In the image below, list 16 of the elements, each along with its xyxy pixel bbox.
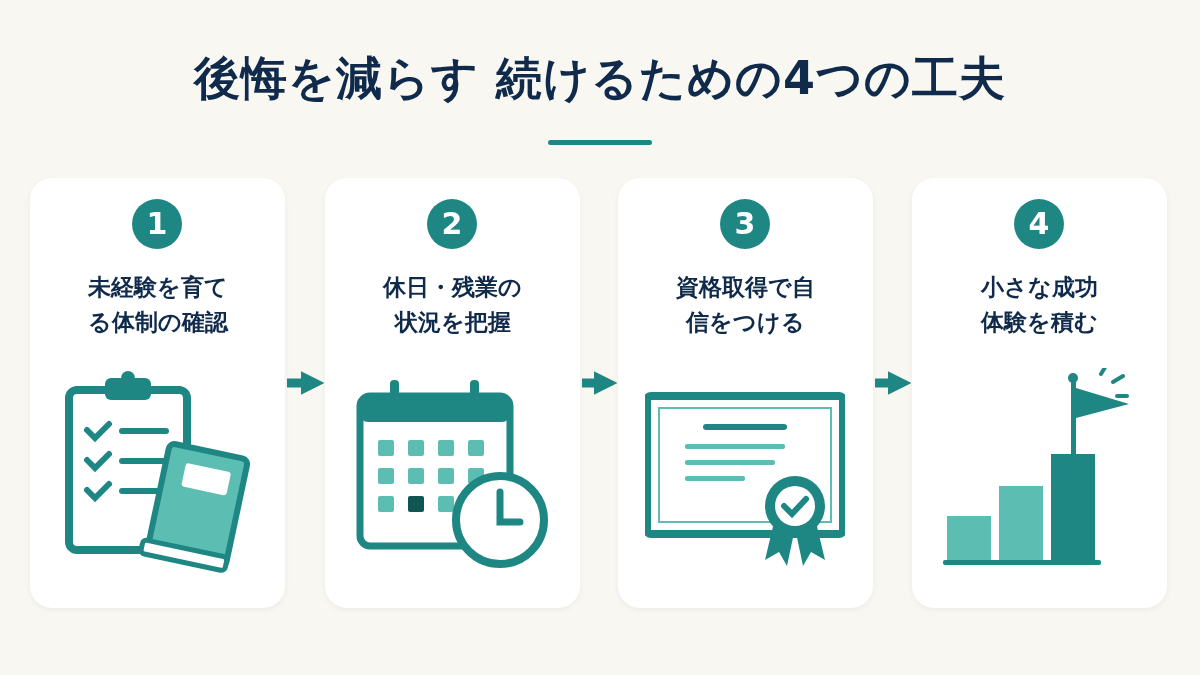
arrow	[582, 371, 618, 395]
step-title: 休日・残業の状況を把握	[381, 273, 523, 337]
title: 後悔を減らす 続けるための4つの工夫	[194, 50, 1006, 107]
step-card	[30, 178, 285, 608]
step-card	[325, 178, 580, 608]
step-card	[912, 178, 1167, 608]
step-title: 資格取得で自信をつける	[675, 273, 816, 337]
step-number: 2	[427, 199, 477, 249]
step-number: 1	[132, 199, 182, 249]
arrow	[287, 371, 325, 395]
step-number: 4	[1014, 199, 1064, 249]
step-card	[618, 178, 873, 608]
step-title: 小さな成功体験を積む	[979, 273, 1099, 337]
arrow	[875, 371, 912, 395]
step-title: 未経験を育てる体制の確認	[86, 273, 230, 337]
step-number: 3	[720, 199, 770, 249]
